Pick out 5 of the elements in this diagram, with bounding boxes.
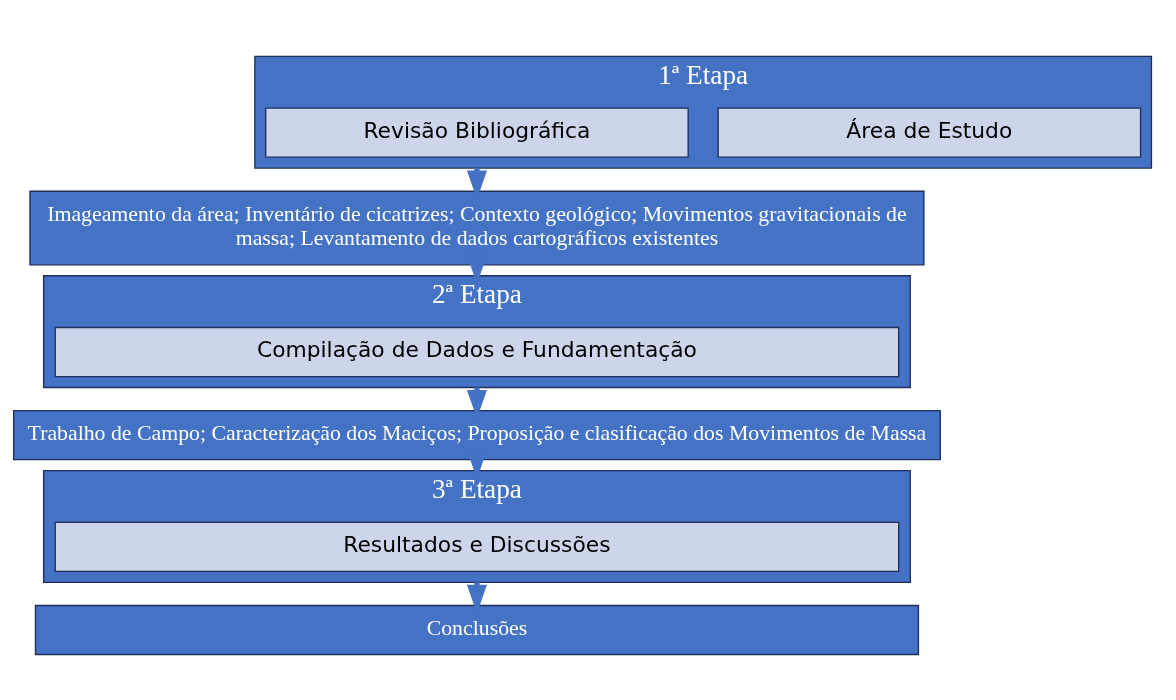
node-box: Conclusões: [34, 604, 920, 656]
node-box: Compilação de Dados e Fundamentação: [54, 326, 900, 378]
node-box: Resultados e Discussões: [54, 521, 900, 573]
node-box: Revisão Bibliográfica: [265, 107, 689, 158]
node-box: Área de Estudo: [717, 107, 1142, 158]
